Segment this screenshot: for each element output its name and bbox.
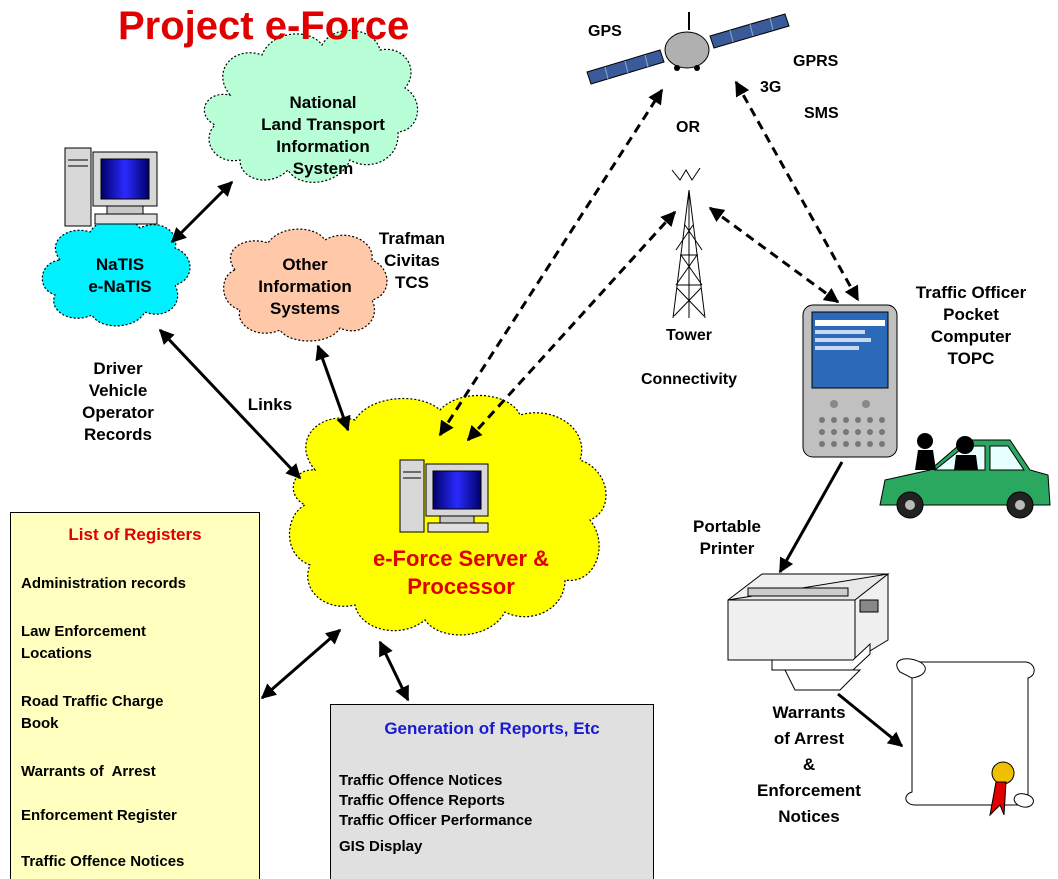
natis-node-line-2: e-NaTIS	[88, 277, 152, 296]
natis-national-cloud	[203, 29, 419, 183]
register-item: Warrants of Arrest	[21, 763, 156, 780]
printer-icon	[727, 573, 890, 691]
printer-line-1: Portable	[692, 517, 762, 536]
registers-box: List of Registers Administration records…	[10, 512, 260, 879]
natis-node-line-1: NaTIS	[95, 255, 145, 274]
arrow-pda-to-printer	[778, 461, 844, 574]
warrant-scroll-icon	[896, 658, 1035, 817]
records-line-vehicle: Vehicle	[88, 381, 148, 400]
pocket-computer-icon	[802, 304, 898, 458]
arrow-printer-to-scroll	[837, 692, 904, 748]
warrants-line-1: Warrants	[772, 703, 846, 722]
solid-arrows	[158, 180, 904, 748]
satellite-icon	[586, 12, 790, 85]
3g-label: 3G	[760, 79, 782, 96]
topc-line-1: Traffic Officer	[915, 283, 1027, 302]
patrol-car-icon	[879, 433, 1051, 519]
or-label: OR	[676, 119, 700, 136]
dashed-arrows	[438, 80, 860, 442]
report-item: GIS Display	[339, 838, 423, 855]
topc-line-3: Computer	[930, 327, 1012, 346]
gps-label: GPS	[588, 23, 622, 40]
records-line-driver: Driver	[93, 359, 143, 378]
warrants-line-5: Notices	[778, 807, 840, 826]
tower-label: Tower	[666, 327, 712, 344]
register-item: Administration records	[21, 575, 187, 592]
report-item: Traffic Offence Reports	[339, 792, 505, 809]
natis-node-label: NaTIS e-NaTIS	[60, 254, 180, 298]
register-item: Law Enforcement	[21, 623, 147, 640]
printer-label: Portable Printer	[672, 516, 782, 560]
other-systems-label: Other Information Systems	[235, 254, 375, 320]
register-item: Road Traffic Charge	[21, 693, 164, 710]
connectivity-label: Connectivity	[640, 371, 737, 388]
other-system-civitas: Civitas	[384, 251, 440, 270]
records-label: Driver Vehicle Operator Records	[58, 358, 178, 446]
records-line-operator: Operator	[82, 403, 154, 422]
arrow-satellite-to-pda	[734, 80, 860, 302]
other-systems-line-2: Information	[258, 277, 352, 296]
server-line-1: e-Force Server &	[372, 546, 550, 571]
warrants-line-3: &	[802, 755, 816, 774]
national-cloud-line-3: Information	[276, 137, 370, 156]
register-item: Enforcement Register	[21, 807, 177, 824]
page-title: Project e-Force	[118, 4, 410, 48]
records-line-records: Records	[83, 425, 153, 444]
register-item: Traffic Offence Notices	[21, 853, 185, 870]
natis-computer-icon	[64, 147, 158, 227]
topc-label: Traffic Officer Pocket Computer TOPC	[896, 282, 1046, 370]
arrow-server-to-registers	[260, 628, 342, 700]
reports-box: Generation of Reports, Etc Traffic Offen…	[330, 704, 654, 879]
links-label: Links	[247, 395, 293, 414]
other-system-tcs: TCS	[395, 273, 429, 292]
server-label: e-Force Server & Processor	[316, 545, 606, 601]
arrow-server-to-tower	[466, 210, 677, 442]
national-cloud-line-4: System	[292, 159, 354, 178]
register-item: Locations	[21, 645, 92, 662]
other-systems-line-1: Other	[282, 255, 328, 274]
topc-line-2: Pocket	[943, 305, 999, 324]
other-system-trafman: Trafman	[378, 229, 446, 248]
other-systems-list: Trafman Civitas TCS	[372, 228, 452, 294]
printer-line-2: Printer	[699, 539, 755, 558]
server-computer-icon	[399, 459, 489, 533]
other-systems-cloud	[223, 228, 388, 342]
arrow-tower-to-pda	[708, 206, 840, 304]
sms-label: SMS	[804, 105, 839, 122]
reports-title: Generation of Reports, Etc	[384, 719, 600, 738]
topc-line-4: TOPC	[947, 349, 995, 368]
national-cloud-line-2: Land Transport	[261, 115, 385, 134]
national-cloud-line-1: National	[289, 93, 357, 112]
tower-icon	[671, 167, 706, 319]
warrants-line-2: of Arrest	[773, 729, 845, 748]
registers-title: List of Registers	[68, 525, 202, 544]
arrow-natis-to-national	[170, 180, 234, 244]
arrow-server-to-reports	[378, 640, 410, 702]
server-line-2: Processor	[407, 574, 515, 599]
other-systems-line-3: Systems	[270, 299, 340, 318]
register-item: Book	[21, 715, 59, 732]
report-item: Traffic Offence Notices	[339, 772, 503, 789]
arrow-other-to-server	[315, 344, 351, 432]
warrants-line-4: Enforcement	[757, 781, 861, 800]
arrow-natis-to-server	[158, 328, 302, 480]
warrants-label: Warrants of Arrest & Enforcement Notices	[744, 700, 874, 830]
report-item: Traffic Officer Performance	[339, 812, 533, 829]
gprs-label: GPRS	[793, 53, 839, 70]
national-cloud-label: National Land Transport Information Syst…	[248, 92, 398, 180]
